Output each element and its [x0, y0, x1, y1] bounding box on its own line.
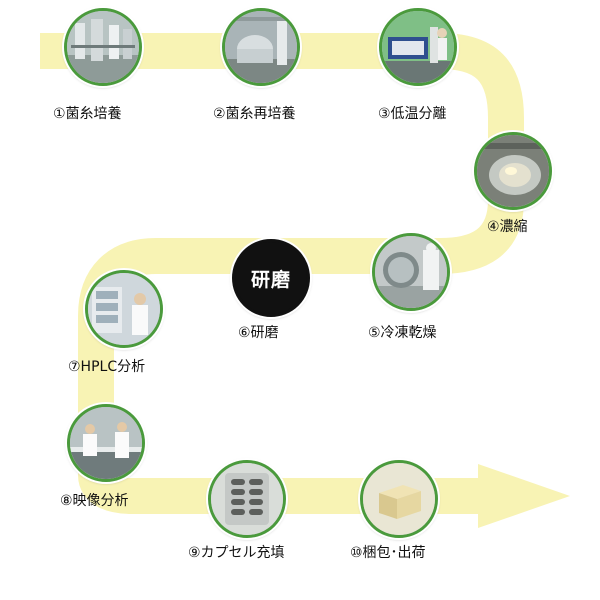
- step-10-label: ⑩梱包･出荷: [350, 545, 426, 561]
- step-2-photo: [222, 8, 300, 86]
- flow-arrowhead: [478, 464, 570, 528]
- step-6-grinding-icon: 研磨: [232, 239, 310, 317]
- step-4-photo: [474, 132, 552, 210]
- step-4-label: ④濃縮: [487, 219, 528, 235]
- step-3-label: ③低温分離: [378, 106, 447, 122]
- step-7-label: ⑦HPLC分析: [68, 359, 146, 375]
- step-9-photo: [208, 460, 286, 538]
- step-8-photo: [67, 404, 145, 482]
- step-9-label: ⑨カプセル充填: [188, 545, 285, 561]
- step-10-photo: [360, 460, 438, 538]
- step-6-icon-text: 研磨: [250, 268, 291, 291]
- step-3-photo: [379, 8, 457, 86]
- step-6-label: ⑥研磨: [238, 325, 279, 341]
- step-2-label: ②菌糸再培養: [213, 106, 296, 122]
- step-7-photo: [85, 270, 163, 348]
- step-5-label: ⑤冷凍乾燥: [368, 325, 437, 341]
- step-1-photo: [64, 8, 142, 86]
- step-8-label: ⑧映像分析: [60, 493, 129, 509]
- step-1-label: ①菌糸培養: [53, 106, 122, 122]
- step-5-photo: [372, 233, 450, 311]
